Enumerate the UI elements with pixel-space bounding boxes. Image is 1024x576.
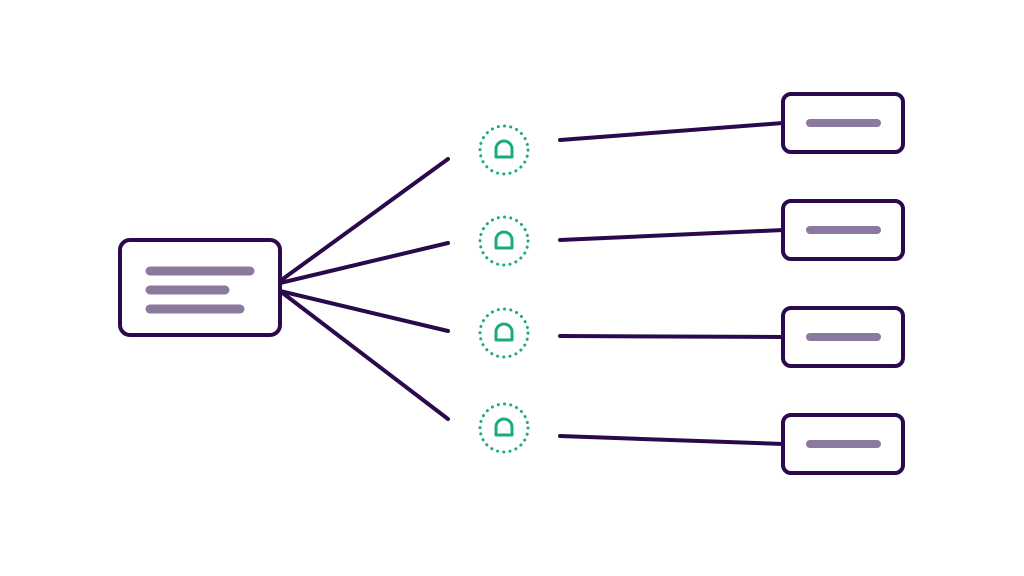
- target-node-2: [781, 199, 905, 261]
- gate-ring: [478, 402, 530, 454]
- gate-lock-icon: [494, 230, 514, 250]
- gate-4: [478, 402, 530, 454]
- connector-source-gate-4: [278, 289, 450, 421]
- gate-lock-icon: [494, 322, 514, 342]
- connector-source-gate-2: [278, 241, 450, 285]
- source-connectors: [278, 157, 450, 421]
- connector-source-gate-3: [278, 289, 450, 333]
- gate-ring: [478, 215, 530, 267]
- connector-gate-target-1: [558, 121, 785, 142]
- gate-2: [478, 215, 530, 267]
- target-node-3: [781, 306, 905, 368]
- gate-lock-icon: [494, 417, 514, 437]
- source-node: [118, 238, 282, 337]
- gate-1: [478, 124, 530, 176]
- connector-gate-target-4: [558, 434, 785, 446]
- target-node-4: [781, 413, 905, 475]
- connector-source-gate-1: [278, 157, 450, 283]
- gate-lock-icon: [494, 139, 514, 159]
- target-connectors: [558, 121, 785, 446]
- connector-gate-target-3: [558, 334, 785, 339]
- document-text-lines-icon: [145, 266, 255, 314]
- target-node-1: [781, 92, 905, 154]
- gate-ring: [478, 307, 530, 359]
- gate-ring: [478, 124, 530, 176]
- gate-3: [478, 307, 530, 359]
- connector-gate-target-2: [558, 228, 785, 242]
